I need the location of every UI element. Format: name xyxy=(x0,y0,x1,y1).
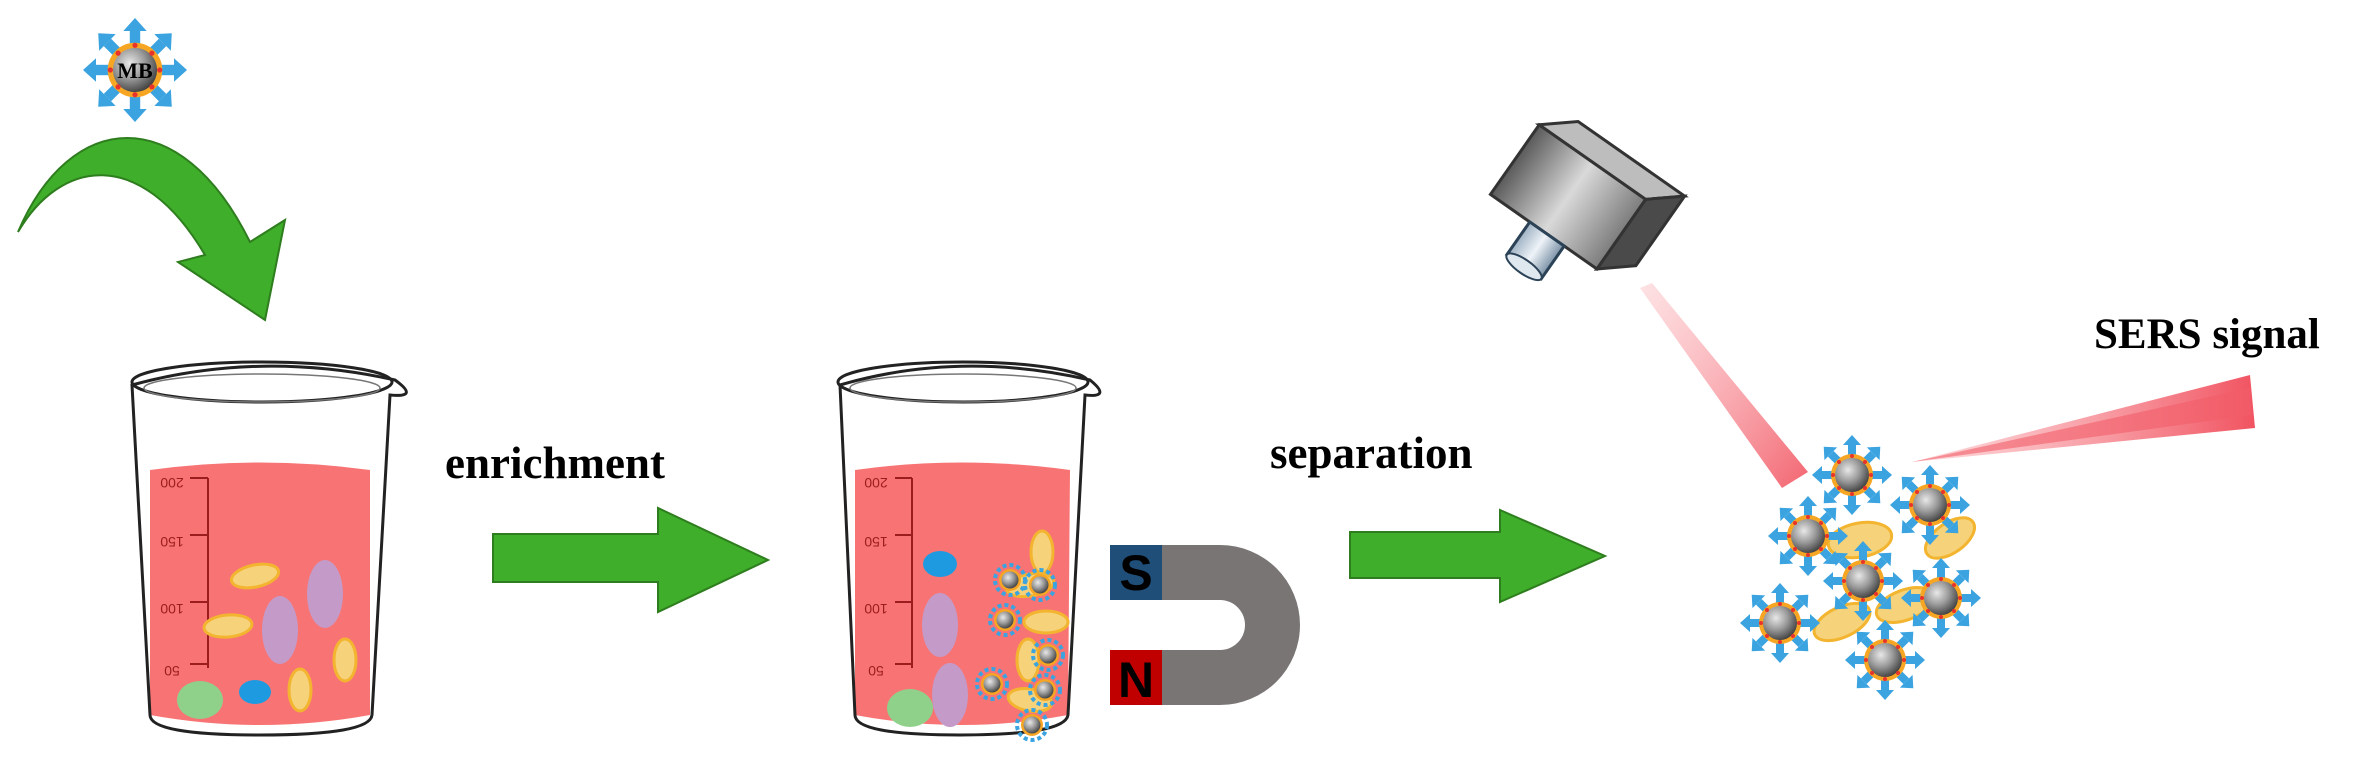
tick-label: 150 xyxy=(864,534,888,550)
tick-label: 100 xyxy=(864,601,888,617)
separation-label: separation xyxy=(1270,428,1473,478)
mb-label: MB xyxy=(117,58,153,83)
separation-arrow xyxy=(1349,508,1608,604)
enrichment-label: enrichment xyxy=(445,438,665,488)
sers-signal-beam xyxy=(1912,375,2255,462)
tick-label: 100 xyxy=(160,601,184,617)
enrichment-arrow xyxy=(492,506,771,614)
horseshoe-magnet-icon xyxy=(1110,545,1300,705)
tick-label: 150 xyxy=(160,534,184,550)
tick-label: 200 xyxy=(160,475,184,491)
magnet-n-label: N xyxy=(1118,652,1154,708)
raman-probe-icon xyxy=(1488,119,1689,282)
tick-label: 200 xyxy=(864,475,888,491)
beaker-sample: 200 150 100 50 xyxy=(130,360,408,737)
addition-curved-arrow xyxy=(17,137,287,322)
magnet-s-label: S xyxy=(1119,545,1152,601)
beaker-enriched: 200 150 100 50 xyxy=(836,360,1102,742)
sers-signal-label: SERS signal xyxy=(2094,311,2320,358)
excitation-laser-beam xyxy=(1640,283,1808,488)
tick-label: 50 xyxy=(868,663,884,679)
tick-label: 50 xyxy=(164,663,180,679)
bead-bacteria-cluster xyxy=(1740,435,1981,700)
